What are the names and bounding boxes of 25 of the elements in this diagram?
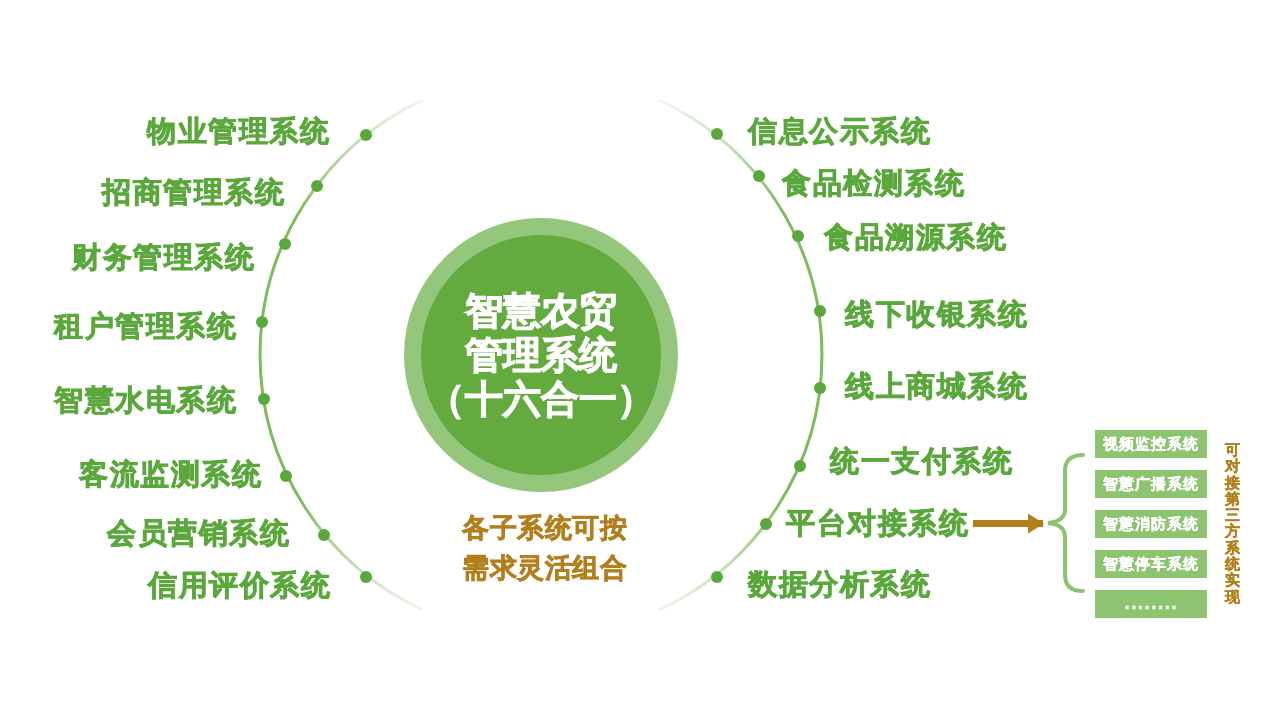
system-label: 会员营销系统 xyxy=(107,516,290,551)
system-box: 视频监控系统 xyxy=(1095,430,1207,458)
system-label: 智慧水电系统 xyxy=(54,383,237,418)
system-label: 线下收银系统 xyxy=(845,297,1028,332)
system-box: 智慧停车系统 xyxy=(1095,550,1207,578)
system-box: ........ xyxy=(1095,590,1207,618)
system-label: 食品检测系统 xyxy=(782,166,965,201)
note-text: 各子系统可按需求灵活组合 xyxy=(462,511,628,585)
system-label: 信息公示系统 xyxy=(748,114,931,149)
system-label: 食品溯源系统 xyxy=(824,220,1007,255)
system-label: 平台对接系统 xyxy=(786,506,969,541)
vertical-note: 可对接第三方系统实现 xyxy=(1224,442,1240,605)
system-label: 客流监测系统 xyxy=(79,457,262,492)
system-box: 智慧消防系统 xyxy=(1095,510,1207,538)
curly-brace xyxy=(1045,452,1085,594)
system-label: 招商管理系统 xyxy=(102,175,285,210)
system-label: 数据分析系统 xyxy=(748,567,931,602)
system-box: 智慧广播系统 xyxy=(1095,470,1207,498)
system-label: 租户管理系统 xyxy=(54,309,237,344)
system-label: 统一支付系统 xyxy=(830,444,1013,479)
system-label: 线上商城系统 xyxy=(845,369,1028,404)
system-label: 财务管理系统 xyxy=(72,240,255,275)
center-circle: 智慧农贸管理系统（十六合一） xyxy=(404,218,678,492)
system-label: 信用评价系统 xyxy=(148,568,331,603)
system-label: 物业管理系统 xyxy=(147,114,330,149)
